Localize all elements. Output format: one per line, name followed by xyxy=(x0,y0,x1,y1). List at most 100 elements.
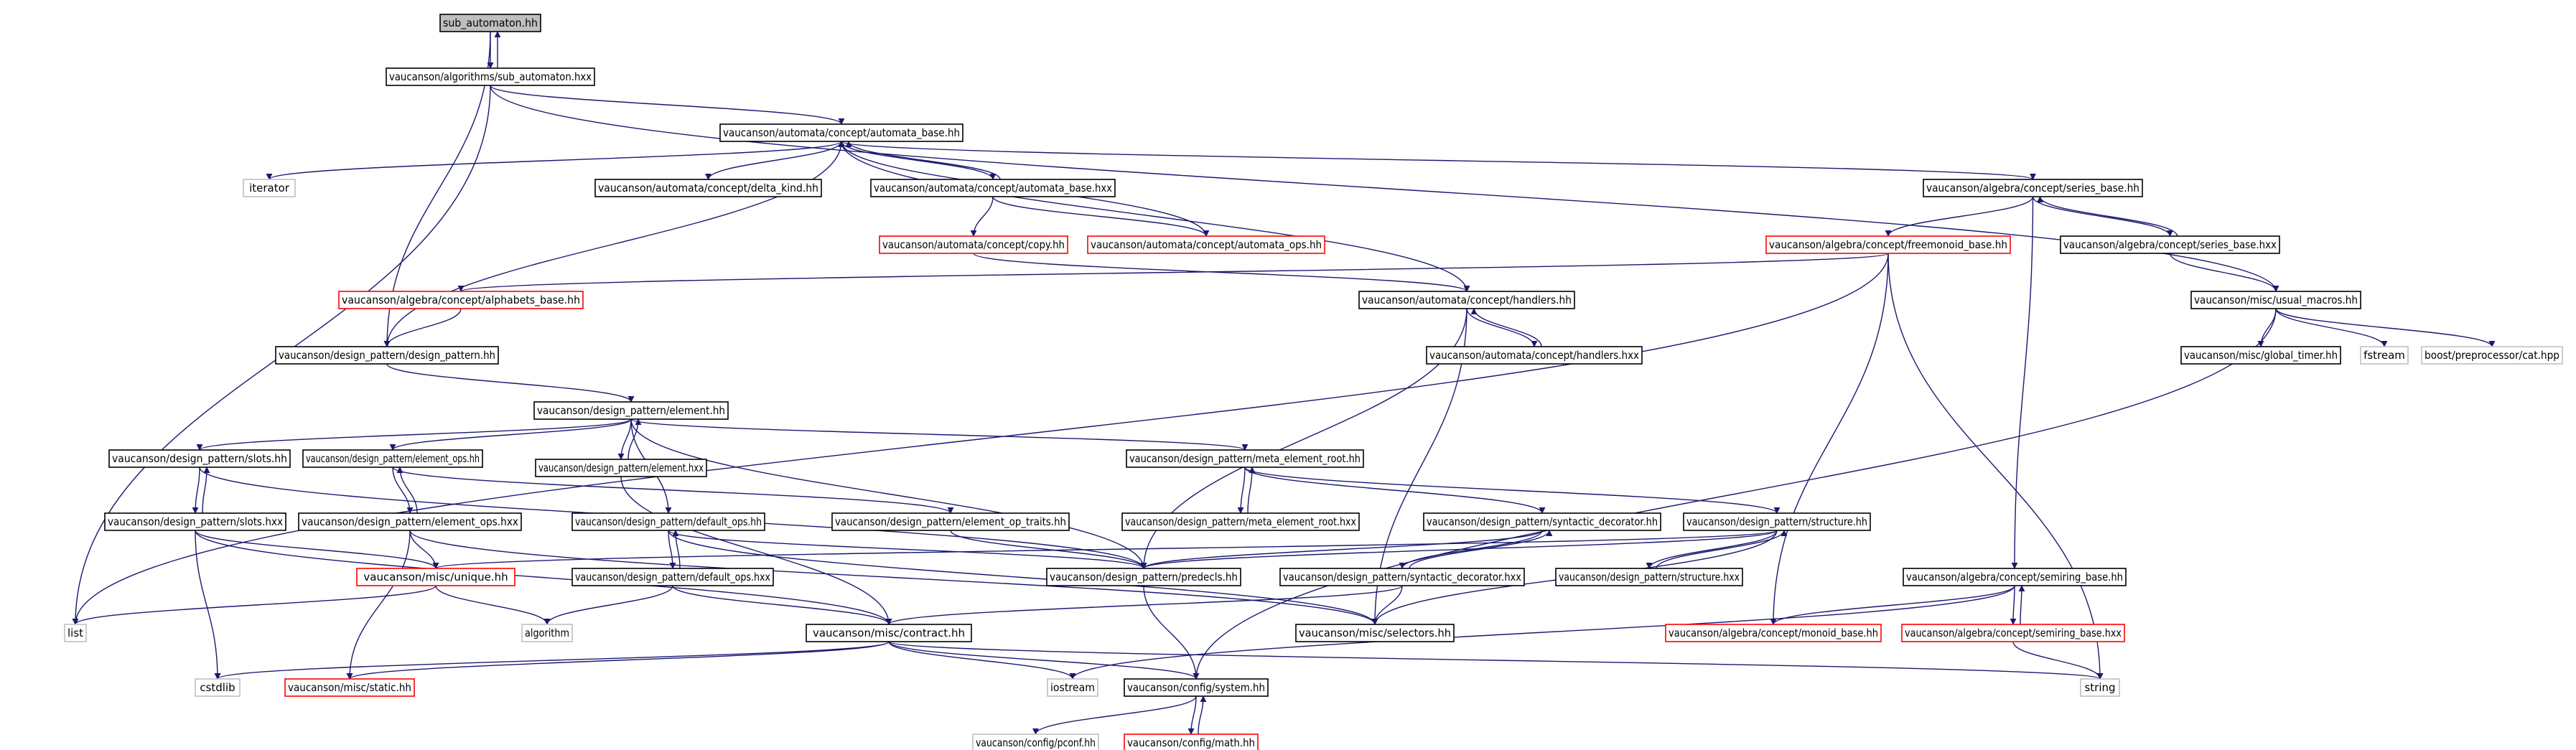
node-box xyxy=(533,401,729,420)
edge-semiring-base-hh-to-monoid-base-hh xyxy=(1770,585,2015,625)
node-label: vaucanson/design_pattern/syntactic_decor… xyxy=(1427,515,1658,529)
edge-automata-base-hxx-to-copy-hh xyxy=(970,196,994,237)
node-element-ops-hh[interactable]: vaucanson/design_pattern/element_ops.hh xyxy=(302,449,483,468)
node-box xyxy=(1423,512,1661,531)
node-semiring-base-hh[interactable]: vaucanson/algebra/concept/semiring_base.… xyxy=(1903,568,2127,586)
node-label: vaucanson/config/pconf.hh xyxy=(976,736,1096,749)
node-label: vaucanson/design_pattern/predecls.hh xyxy=(1050,571,1238,584)
node-box xyxy=(2080,678,2120,697)
node-box xyxy=(1279,568,1525,586)
node-contract-hh[interactable]: vaucanson/misc/contract.hh xyxy=(806,624,972,642)
node-copy-hh[interactable]: vaucanson/automata/concept/copy.hh xyxy=(879,235,1068,254)
node-global-timer-hh[interactable]: vaucanson/misc/global_timer.hh xyxy=(2180,346,2341,365)
edge-element-hxx-to-contract-hh xyxy=(620,476,892,625)
edge-syntactic-decorator-hxx-to-selectors-hh xyxy=(1371,585,1403,625)
edge-structure-hh-to-predecls-hh xyxy=(1140,530,1778,569)
node-sub-automaton-hh[interactable]: sub_automaton.hh xyxy=(439,14,541,32)
node-box xyxy=(1121,512,1360,531)
edge-automata-base-hh-to-design-pattern-hh xyxy=(383,141,842,347)
node-box xyxy=(1426,346,1643,365)
node-box xyxy=(243,179,296,197)
node-system-hh[interactable]: vaucanson/config/system.hh xyxy=(1124,678,1269,697)
node-label: vaucanson/design_pattern/default_ops.hh xyxy=(575,515,762,529)
node-label: vaucanson/design_pattern/syntactic_decor… xyxy=(1283,571,1521,584)
node-design-pattern-hh[interactable]: vaucanson/design_pattern/design_pattern.… xyxy=(275,346,499,365)
node-label: vaucanson/automata/concept/handlers.hh xyxy=(1362,294,1572,306)
node-iostream: iostream xyxy=(1047,678,1098,697)
node-selectors-hh[interactable]: vaucanson/misc/selectors.hh xyxy=(1295,624,1455,642)
node-box xyxy=(879,235,1068,254)
node-box xyxy=(1903,568,2127,586)
edge-series-base-hh-to-freemonoid-base-hh xyxy=(1885,196,2034,237)
node-default-ops-hxx[interactable]: vaucanson/design_pattern/default_ops.hxx xyxy=(571,568,774,586)
node-syntactic-decorator-hxx[interactable]: vaucanson/design_pattern/syntactic_decor… xyxy=(1279,568,1525,586)
edge-automata-base-hh-to-series-base-hh xyxy=(841,141,2036,180)
node-element-hxx[interactable]: vaucanson/design_pattern/element.hxx xyxy=(535,459,707,477)
edge-semiring-base-hxx-to-semiring-base-hh xyxy=(2018,585,2025,625)
node-automata-ops-hh[interactable]: vaucanson/automata/concept/automata_ops.… xyxy=(1087,235,1325,254)
edge-copy-hh-to-handlers-hh xyxy=(973,253,1470,292)
node-label: vaucanson/algebra/concept/freemonoid_bas… xyxy=(1769,238,2007,252)
node-slots-hxx[interactable]: vaucanson/design_pattern/slots.hxx xyxy=(104,512,286,531)
edge-handlers-hh-to-handlers-hxx xyxy=(1466,308,1538,347)
node-label: vaucanson/algebra/concept/semiring_base.… xyxy=(1906,571,2123,584)
node-semiring-base-hxx[interactable]: vaucanson/algebra/concept/semiring_base.… xyxy=(1901,624,2125,642)
node-box xyxy=(2360,346,2409,365)
node-unique-hh[interactable]: vaucanson/misc/unique.hh xyxy=(356,568,515,586)
edge-semiring-base-hh-to-semiring-base-hxx xyxy=(2010,585,2017,625)
edge-handlers-hxx-to-handlers-hh xyxy=(1470,308,1542,347)
node-slots-hh[interactable]: vaucanson/design_pattern/slots.hh xyxy=(108,449,291,468)
dependency-nodes: sub_automaton.hh vaucanson/algorithms/sub… xyxy=(64,14,2563,750)
node-structure-hh[interactable]: vaucanson/design_pattern/structure.hh xyxy=(1683,512,1871,531)
node-box xyxy=(2190,291,2361,309)
edge-element-hxx-to-element-hh xyxy=(627,418,642,460)
node-cstdlib: cstdlib xyxy=(195,678,241,697)
node-monoid-base-hh[interactable]: vaucanson/algebra/concept/monoid_base.hh xyxy=(1665,624,1882,642)
edge-series-base-hh-to-semiring-base-hh xyxy=(2011,196,2034,569)
node-label: vaucanson/algorithms/sub_automaton.hxx xyxy=(389,70,592,84)
node-label: vaucanson/config/system.hh xyxy=(1127,681,1265,694)
node-delta-kind-hh[interactable]: vaucanson/automata/concept/delta_kind.hh xyxy=(594,179,822,197)
node-box xyxy=(719,123,963,142)
node-series-base-hh[interactable]: vaucanson/algebra/concept/series_base.hh xyxy=(1923,179,2143,197)
node-series-base-hxx[interactable]: vaucanson/algebra/concept/series_base.hx… xyxy=(2060,235,2280,254)
edge-structure-hxx-to-structure-hh xyxy=(1656,530,1788,569)
node-alphabets-base-hh[interactable]: vaucanson/algebra/concept/alphabets_base… xyxy=(338,291,584,309)
node-element-ops-hxx[interactable]: vaucanson/design_pattern/element_ops.hxx xyxy=(298,512,522,531)
edge-meta-element-root-hh-to-meta-element-root-hxx xyxy=(1237,467,1246,514)
node-handlers-hxx[interactable]: vaucanson/automata/concept/handlers.hxx xyxy=(1426,346,1643,365)
node-automata-base-hh[interactable]: vaucanson/automata/concept/automata_base… xyxy=(719,123,963,142)
node-label: vaucanson/design_pattern/default_ops.hxx xyxy=(575,571,770,584)
edge-usual-macros-hh-to-system-hh xyxy=(1193,308,2277,680)
edge-element-ops-hxx-to-unique-hh xyxy=(409,530,439,569)
node-math-hh[interactable]: vaucanson/config/math.hh xyxy=(1124,733,1259,750)
edge-element-hh-to-element-hxx xyxy=(617,418,632,460)
edge-slots-hh-to-slots-hxx xyxy=(192,467,200,514)
node-box xyxy=(1923,179,2143,197)
node-meta-element-root-hxx[interactable]: vaucanson/design_pattern/meta_element_ro… xyxy=(1121,512,1360,531)
edge-usual-macros-hh-to-fstream xyxy=(2275,308,2388,347)
node-usual-macros-hh[interactable]: vaucanson/misc/usual_macros.hh xyxy=(2190,291,2361,309)
node-syntactic-decorator-hh[interactable]: vaucanson/design_pattern/syntactic_decor… xyxy=(1423,512,1661,531)
node-box xyxy=(571,568,774,586)
node-freemonoid-base-hh[interactable]: vaucanson/algebra/concept/freemonoid_bas… xyxy=(1765,235,2011,254)
node-box xyxy=(571,512,765,531)
node-handlers-hh[interactable]: vaucanson/automata/concept/handlers.hh xyxy=(1358,291,1575,309)
edge-usual-macros-hh-to-boost-cat-hpp xyxy=(2275,308,2496,347)
node-structure-hxx[interactable]: vaucanson/design_pattern/structure.hxx xyxy=(1555,568,1743,586)
node-sub-automaton-hxx[interactable]: vaucanson/algorithms/sub_automaton.hxx xyxy=(386,67,595,86)
node-label: cstdlib xyxy=(200,681,235,694)
edge-series-base-hxx-to-usual-macros-hh xyxy=(2169,253,2279,292)
node-element-op-traits-hh[interactable]: vaucanson/design_pattern/element_op_trai… xyxy=(831,512,1070,531)
node-box xyxy=(298,512,522,531)
node-label: vaucanson/algebra/concept/monoid_base.hh xyxy=(1669,627,1878,640)
node-static-hh[interactable]: vaucanson/misc/static.hh xyxy=(284,678,415,697)
node-default-ops-hh[interactable]: vaucanson/design_pattern/default_ops.hh xyxy=(571,512,765,531)
node-box xyxy=(1358,291,1575,309)
node-label: algorithm xyxy=(525,627,569,639)
node-predecls-hh[interactable]: vaucanson/design_pattern/predecls.hh xyxy=(1046,568,1241,586)
edge-element-op-traits-hh-to-predecls-hh xyxy=(950,530,1147,569)
node-element-hh[interactable]: vaucanson/design_pattern/element.hh xyxy=(533,401,729,420)
node-meta-element-root-hh[interactable]: vaucanson/design_pattern/meta_element_ro… xyxy=(1126,449,1364,468)
node-automata-base-hxx[interactable]: vaucanson/automata/concept/automata_base… xyxy=(870,179,1116,197)
